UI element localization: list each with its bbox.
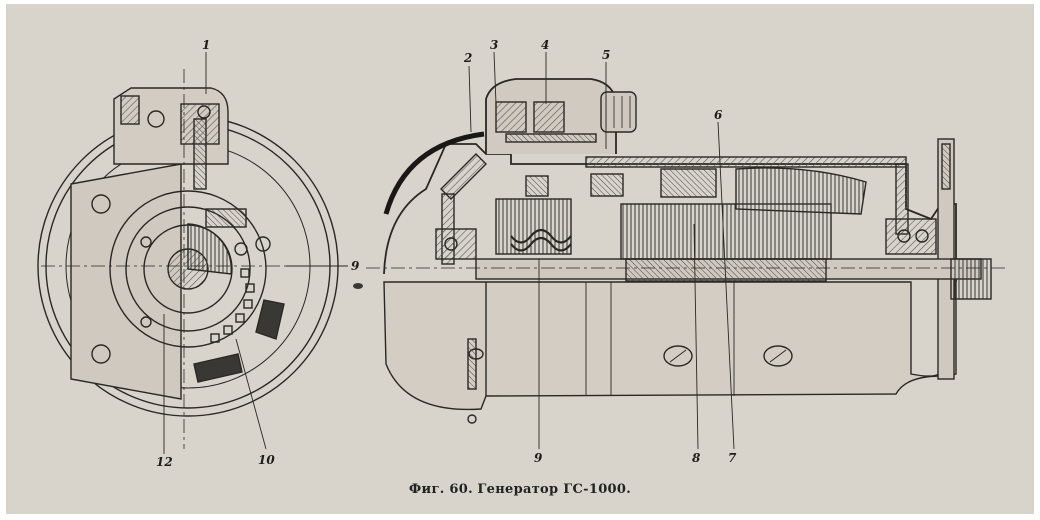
label-9-bottom: 9	[534, 451, 543, 465]
pole-shoe	[660, 168, 717, 198]
label-10: 10	[258, 453, 275, 467]
label-1: 1	[202, 38, 210, 52]
section-view	[366, 51, 1006, 450]
label-3: 3	[490, 38, 498, 52]
caption-text: Генератор ГС-1000.	[477, 482, 632, 497]
label-9-side: 9	[351, 259, 360, 273]
yoke-wall	[585, 156, 907, 168]
field-coil	[735, 167, 867, 215]
pole-piece-bottom	[193, 353, 243, 383]
label-4: 4	[541, 38, 549, 52]
figure-sheet: 1 2 3 4 5 6 7 8 9 9 10 12 Фиг. 60. Генер…	[6, 4, 1034, 514]
rear-bearing	[435, 228, 477, 260]
armature-core	[620, 203, 832, 260]
brush-holders	[210, 268, 255, 343]
label-8: 8	[692, 451, 701, 465]
label-6: 6	[714, 108, 723, 122]
bearing-ring-outer	[109, 190, 267, 348]
callouts: 1 2 3 4 5 6 7 8 9 9 10 12	[156, 38, 737, 469]
label-5: 5	[602, 48, 610, 62]
bearing-ring-mid	[125, 206, 251, 332]
bolt-hole-top	[91, 194, 111, 214]
vent-fan	[600, 91, 637, 133]
generator-drawing: 1 2 3 4 5 6 7 8 9 9 10 12	[37, 38, 1006, 469]
figure-caption: Фиг. 60. Генератор ГС-1000.	[6, 482, 1034, 497]
drive-spline	[950, 258, 992, 300]
bolt-hole-bottom	[91, 344, 111, 364]
pole-piece-right	[255, 299, 285, 340]
label-7: 7	[728, 451, 737, 465]
collector-sector	[187, 223, 232, 275]
caption-prefix: Фиг. 60.	[408, 482, 473, 497]
label-12: 12	[156, 455, 173, 469]
housing-lower	[383, 281, 957, 411]
vent-slot-1	[663, 345, 693, 367]
paper-speck	[353, 283, 363, 289]
end-view	[37, 52, 348, 454]
vent-slot-2	[763, 345, 793, 367]
commutator	[495, 198, 572, 255]
label-2: 2	[463, 51, 472, 65]
lead-cable	[383, 131, 485, 215]
